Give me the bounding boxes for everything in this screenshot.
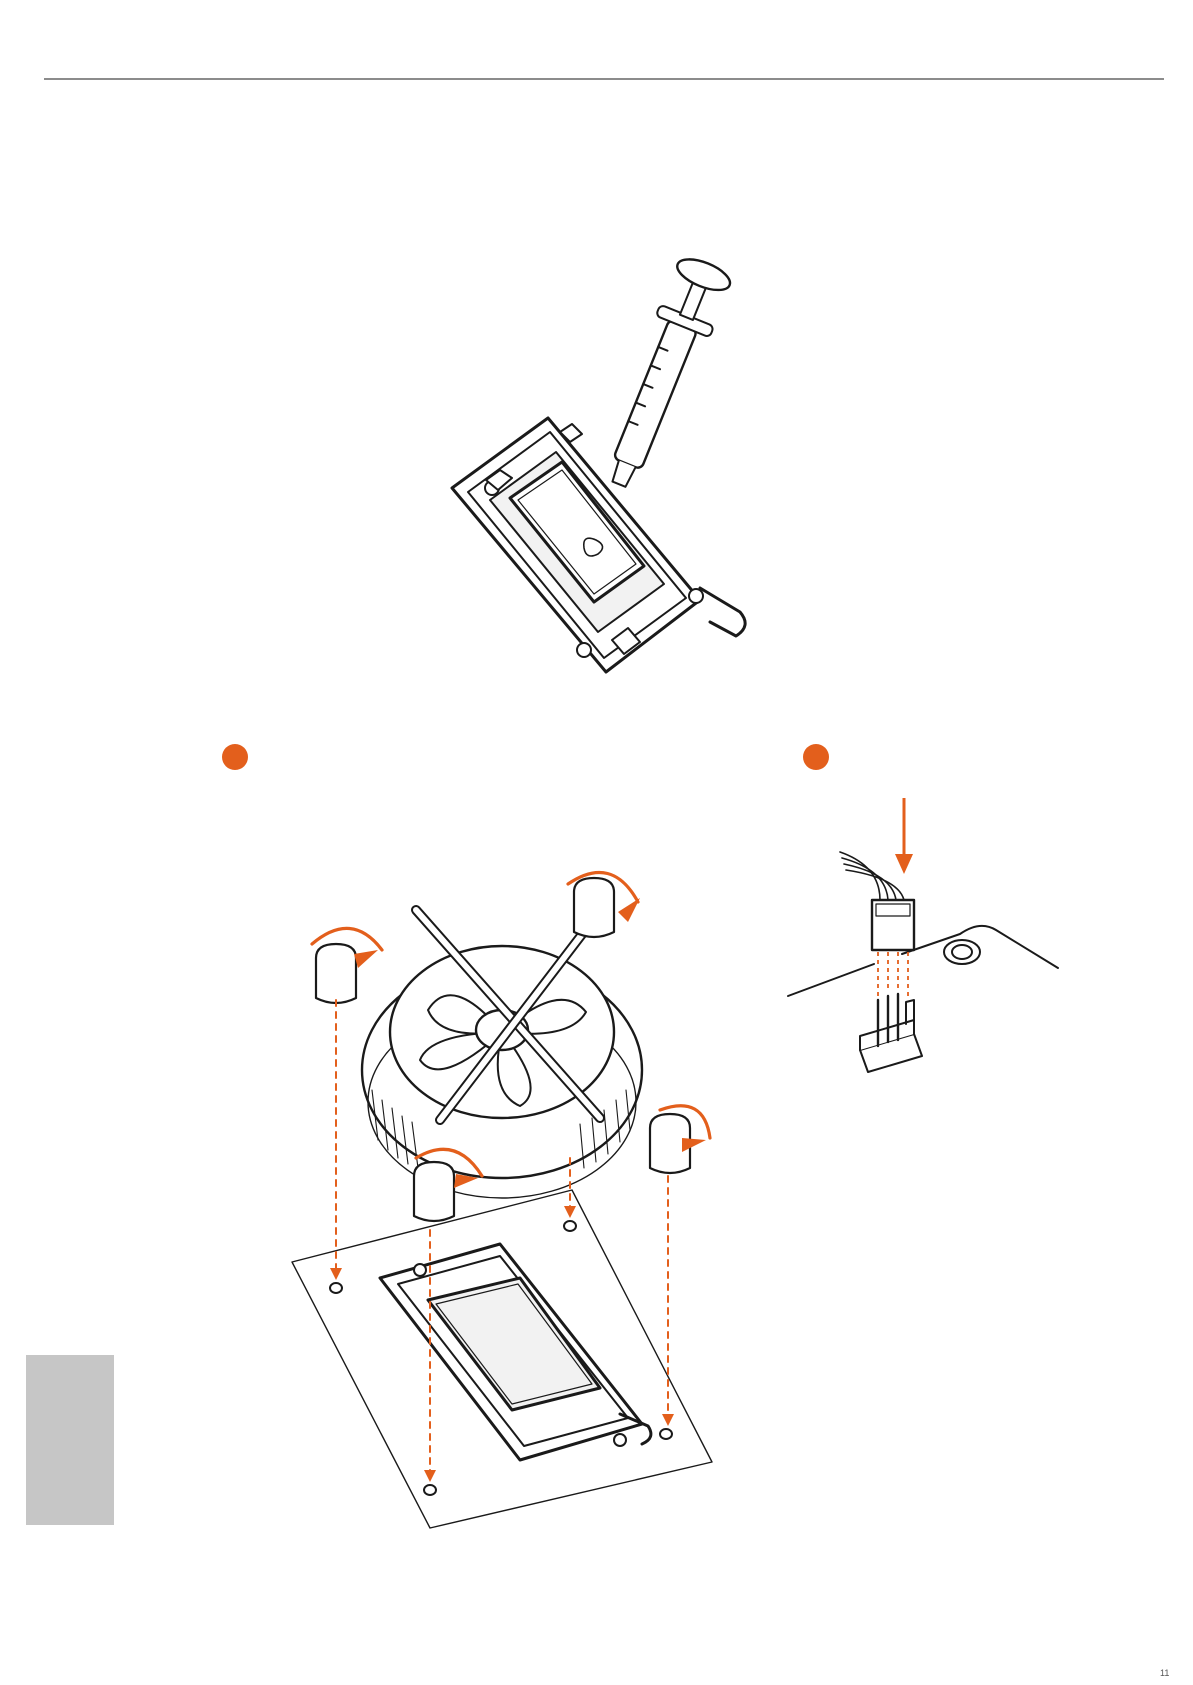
fan-connector-illustration [780, 790, 1080, 1080]
language-side-tab [26, 1355, 114, 1525]
thermal-paste-on-cpu-illustration [440, 255, 770, 685]
step-1-badge [222, 744, 248, 770]
page-number: 11 [1160, 1668, 1169, 1678]
cpu-cooler-installation-illustration [280, 860, 740, 1540]
header-rule [44, 78, 1164, 80]
step-2-badge [803, 744, 829, 770]
